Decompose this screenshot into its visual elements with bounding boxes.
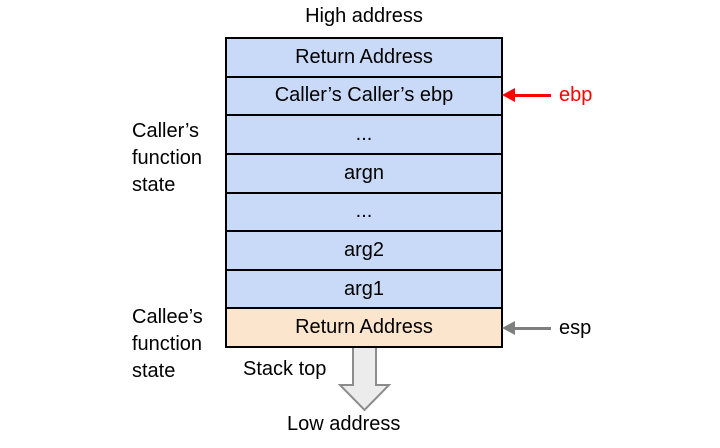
stack-cell-label: Caller’s Caller’s ebp <box>274 84 454 107</box>
esp-register-label: esp <box>559 317 592 339</box>
stack-cell-callee-return-address: Return Address <box>227 307 501 346</box>
stack-cell-argn: argn <box>227 152 501 192</box>
esp-arrow-icon <box>502 321 515 335</box>
high-address-label: High address <box>305 5 423 27</box>
caller-function-state-label: Caller’s function state <box>132 120 203 196</box>
stack-cell-label: argn <box>343 161 385 184</box>
stack-cell-label: Return Address <box>295 45 433 68</box>
stack-cell-return-address: Return Address <box>227 39 501 76</box>
stack-top-label: Stack top <box>243 358 327 380</box>
stack-cell-ellipsis: ... <box>227 191 501 231</box>
stack-cell-label: ... <box>355 200 373 223</box>
stack-cell-ellipsis: ... <box>227 114 501 153</box>
stack-cell-label: Return Address <box>295 316 433 339</box>
ebp-arrow-icon <box>502 88 515 102</box>
stack-cell-callers-callers-ebp: Caller’s Caller’s ebp <box>227 75 501 115</box>
stack-cell-label: arg1 <box>343 277 385 300</box>
stack-cell-arg1: arg1 <box>227 268 501 308</box>
stack-cell-label: arg2 <box>343 238 385 261</box>
stack-growth-down-arrow-icon <box>337 348 392 412</box>
callee-function-state-label: Callee’s function state <box>132 306 203 382</box>
stack-cell-arg2: arg2 <box>227 230 501 269</box>
stack-memory-box: Return Address Caller’s Caller’s ebp ...… <box>225 37 503 348</box>
low-address-label: Low address <box>287 413 401 435</box>
ebp-register-label: ebp <box>559 84 593 106</box>
stack-cell-label: ... <box>355 123 373 146</box>
esp-arrow-line <box>513 327 551 330</box>
ebp-arrow-line <box>513 94 551 97</box>
